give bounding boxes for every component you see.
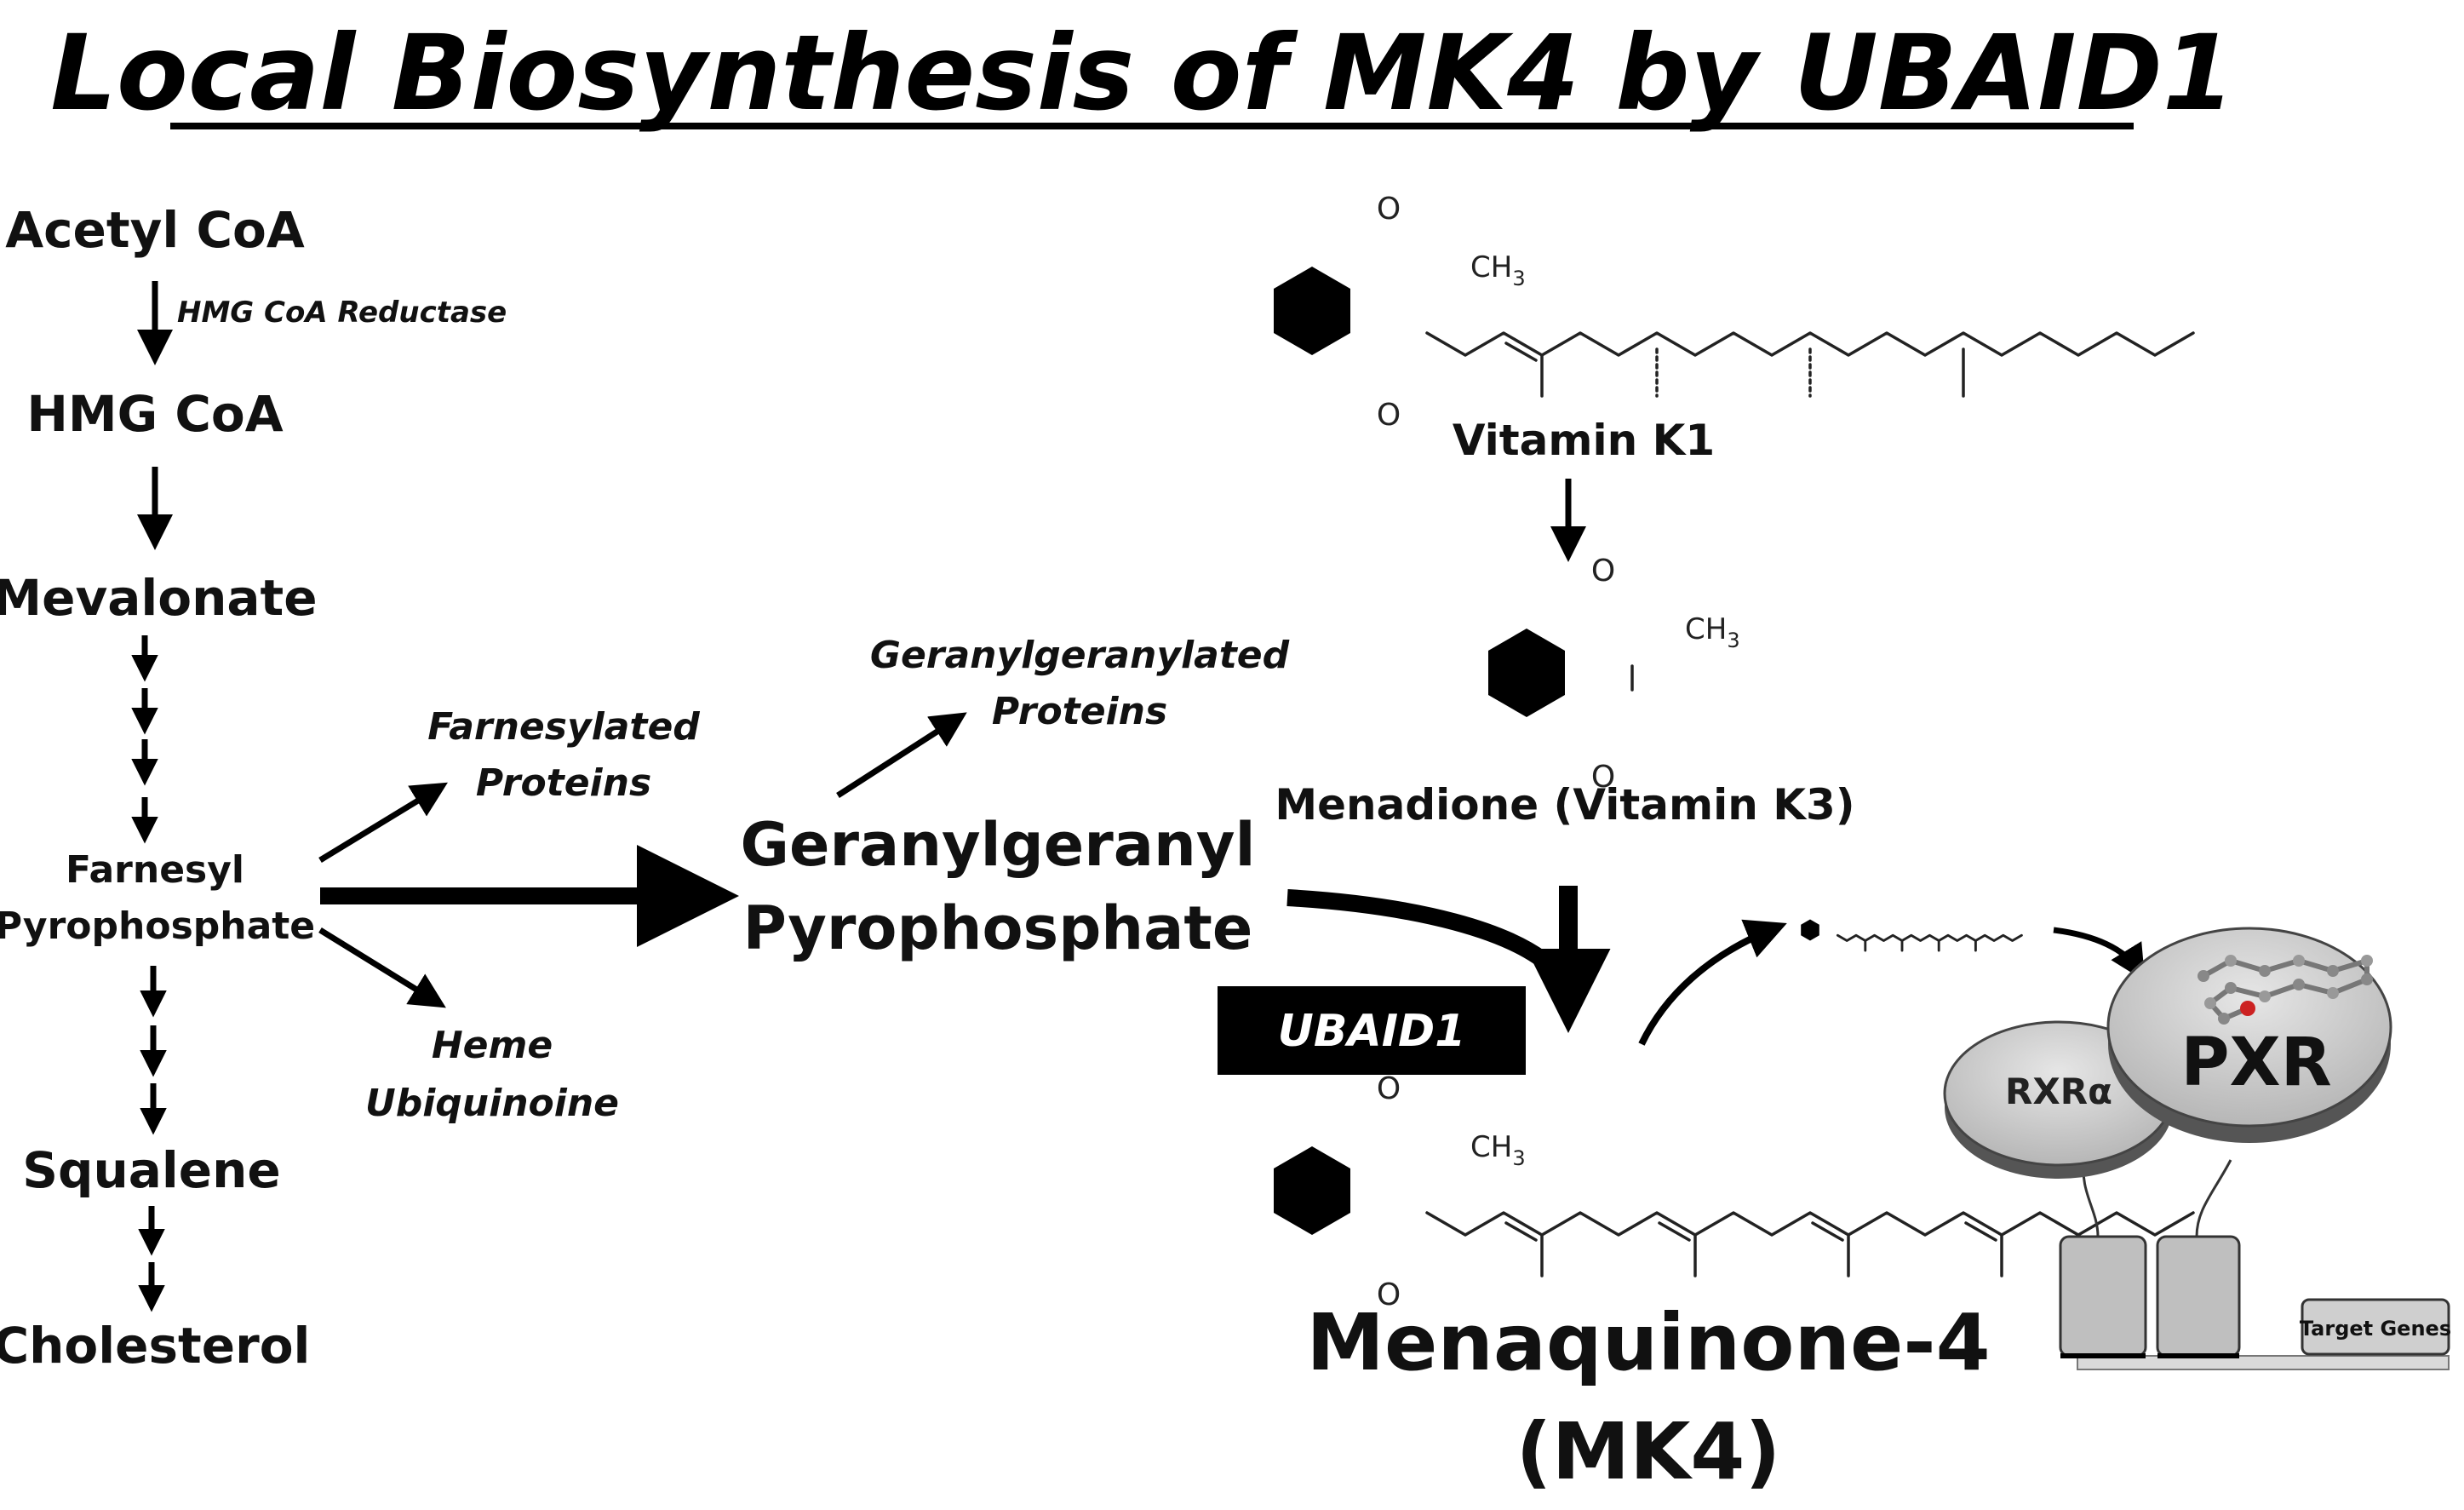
pxr-tether (2195, 1159, 2232, 1237)
k1-oxygen-bottom: O (1377, 398, 1401, 433)
mk4-oxygen-bottom: O (1377, 1277, 1401, 1312)
mk4-methyl: CH3 (1470, 1130, 1526, 1170)
arrow-to-heme-ubiquinoine (318, 927, 446, 1008)
mk4-label-line1: Menaquinone-4 (1306, 1297, 1990, 1388)
vitamin-k1-label: Vitamin K1 (1453, 416, 1715, 465)
farnesylated-label-line1: Farnesylated (427, 705, 700, 749)
k1-methyl: CH3 (1470, 250, 1526, 290)
farnesylated-label-line2: Proteins (476, 761, 651, 805)
dna-binding-block-2 (2156, 1235, 2241, 1358)
pxr-disc (2106, 927, 2392, 1143)
farnesyl-label-line2: Pyrophosphate (0, 904, 315, 948)
ggpp-label-line1: Geranylgeranyl (741, 810, 1256, 880)
target-genes-box (2301, 1298, 2450, 1356)
farnesyl-label-line1: Farnesyl (66, 848, 244, 892)
dna-strand (2077, 1355, 2450, 1370)
ubaid1-label: UBAID1 (1278, 1006, 1466, 1057)
ggpp-label-line2: Pyrophosphate (743, 893, 1253, 963)
mk4-oxygen-top: O (1377, 1071, 1401, 1106)
mevalonate-label: Mevalonate (0, 569, 318, 627)
menadione-structure: O O CH3 (1488, 554, 1740, 795)
heme-label: Heme (432, 1024, 553, 1067)
menadione-oxygen-bottom: O (1591, 760, 1615, 795)
hmg-coa-label: HMG CoA (26, 385, 283, 443)
vitamin-k1-structure: O O CH3 (1274, 192, 2195, 433)
squalene-label: Squalene (22, 1141, 281, 1199)
hmg-coa-reductase-label: HMG CoA Reductase (177, 296, 507, 330)
menadione-oxygen-top: O (1591, 554, 1615, 588)
arrow-to-geranylgeranylated-proteins (836, 712, 967, 798)
ubaid1-box (1218, 986, 1526, 1075)
k1-oxygen-top: O (1377, 192, 1401, 227)
cholesterol-label: Cholesterol (0, 1317, 310, 1375)
arrow-to-farnesylated-proteins (318, 782, 448, 863)
ggp-proteins-label-line1: Geranylgeranylated (870, 634, 1290, 677)
ggp-proteins-label-line2: Proteins (992, 690, 1167, 733)
menadione-methyl: CH3 (1685, 612, 1740, 652)
bound-ligand-model (2198, 955, 2373, 1025)
mk4-structure: O O CH3 (1274, 1071, 2195, 1312)
pxr-label: PXR (2180, 1025, 2331, 1101)
page-title: Local Biosynthesis of MK4 by UBAID1 (50, 13, 2235, 134)
menadione-label: Menadione (Vitamin K3) (1275, 780, 1854, 830)
acetyl-coa-label: Acetyl CoA (5, 201, 305, 259)
dna-binding-block-1 (2059, 1235, 2147, 1358)
mk4-ligand-small (1801, 910, 2023, 952)
target-genes-label: Target Genes (2300, 1317, 2451, 1341)
pathway-arrows (131, 281, 173, 1312)
arrow-mk4-to-ligand (1638, 919, 1787, 1046)
arrow-ligand-to-pxr (2053, 927, 2146, 981)
ubiquinoine-label: Ubiquinoine (365, 1082, 619, 1125)
mk4-label-line2: (MK4) (1516, 1406, 1781, 1497)
arrow-ggpp-to-mk4 (1286, 889, 1570, 985)
rxr-alpha-label: RXRα (2005, 1071, 2112, 1112)
